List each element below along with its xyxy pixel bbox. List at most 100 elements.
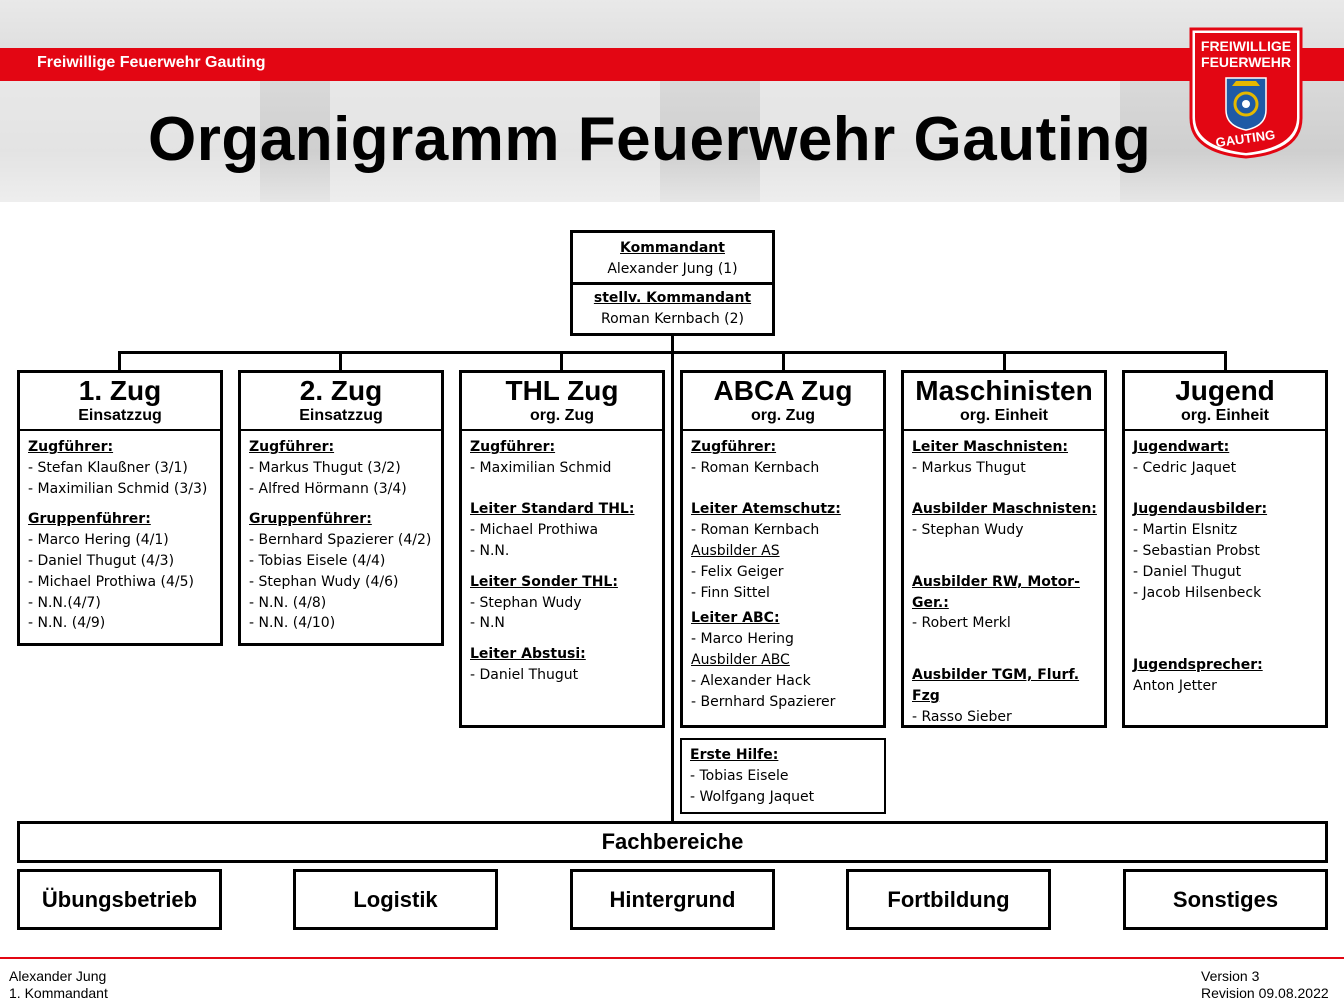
spacer [691,479,883,500]
unit-members: Zugführer:- Stefan Klaußner (3/1)- Maxim… [20,431,220,634]
spacer [1133,603,1325,624]
connector-drop [339,351,342,371]
unit-box-2-zug: 2. Zug Einsatzzug Zugführer:- Markus Thu… [238,370,444,646]
role-title: Zugführer: [249,439,335,455]
footer-role: 1. Kommandant [9,985,108,1001]
member-name: - N.N.(4/7) [28,594,101,611]
member-name: - Daniel Thugut (4/3) [28,552,175,569]
erste-hilfe-members: Erste Hilfe: - Tobias Eisele - Wolfgang … [682,740,884,807]
role-title: Ausbilder TGM, Flurf. Fzg [912,666,1080,704]
member-name: - N.N [470,615,505,632]
unit-title: 1. Zug [78,375,162,406]
erste-hilfe-member: - Tobias Eisele [690,767,789,784]
unit-subtitle: org. Einheit [1181,407,1269,424]
unit-subtitle: Einsatzzug [299,407,383,424]
member-name: - N.N. (4/8) [249,594,327,611]
unit-box-maschinisten: Maschinisten org. Einheit Leiter Maschni… [901,370,1107,728]
fire-department-logo-icon: FREIWILLIGE FEUERWEHR GAUTING [1189,27,1303,159]
role-title: Leiter Standard THL: [470,501,635,518]
fachbereich-hintergrund: Hintergrund [570,869,775,930]
banner-bg-vehicle [760,70,1120,202]
stellv-kommandant-role: stellv. Kommandant [593,290,752,306]
member-name: - N.N. (4/9) [28,615,106,632]
role-subtitle: Ausbilder AS [691,542,780,559]
footer-version: Version 3 [1201,968,1260,984]
banner-bg-vehicle [330,60,660,202]
role-title: Ausbilder RW, Motor-Ger.: [912,573,1080,611]
unit-subtitle: org. Einheit [960,407,1048,424]
kommandant-section: Kommandant Alexander Jung (1) [573,233,772,285]
spacer [470,562,662,572]
unit-box-1-zug: 1. Zug Einsatzzug Zugführer:- Stefan Kla… [17,370,223,646]
svg-text:FREIWILLIGE: FREIWILLIGE [1201,38,1291,54]
unit-header: 2. Zug Einsatzzug [241,373,441,431]
member-name: - Stephan Wudy [470,594,582,611]
member-name: - Alexander Hack [691,672,811,689]
member-name: - Marco Hering [691,631,794,648]
member-name: - Michael Prothiwa (4/5) [28,573,194,590]
member-name: - Stephan Wudy [912,522,1024,539]
member-name: - Markus Thugut [912,459,1026,476]
stellv-kommandant-name: Roman Kernbach (2) [600,311,744,327]
header-banner [0,0,1344,202]
member-name: - Maximilian Schmid (3/3) [28,480,208,497]
role-title: Leiter Maschnisten: [912,439,1069,455]
unit-members: Zugführer: - Roman Kernbach Leiter Atemsch… [683,431,883,712]
connector-drop [1003,351,1006,371]
connector-trunk [671,334,674,822]
spacer [1133,479,1325,500]
unit-header: ABCA Zug org. Zug [683,373,883,431]
command-box: Kommandant Alexander Jung (1) stellv. Ko… [570,230,775,336]
fachbereich-uebungsbetrieb: Übungsbetrieb [17,869,222,930]
unit-title: THL Zug [505,375,619,406]
member-name: - Stefan Klaußner (3/1) [28,459,188,476]
unit-title: Maschinisten [915,375,1093,406]
spacer [912,655,1104,665]
footer-author: Alexander Jung [9,968,107,984]
spacer [470,479,662,500]
unit-title: ABCA Zug [713,375,853,406]
spacer [912,634,1104,655]
member-name: - Finn Sittel [691,584,770,601]
unit-subtitle: Einsatzzug [78,407,162,424]
fachbereich-sonstiges: Sonstiges [1123,869,1328,930]
role-title: Jugendwart: [1133,439,1230,455]
footer-revision: Revision 09.08.2022 [1201,985,1329,1001]
unit-header: Jugend org. Einheit [1125,373,1325,431]
connector-drop [118,351,121,371]
kommandant-role: Kommandant [620,240,725,256]
member-name: - Felix Geiger [691,563,784,580]
banner-bg-vehicle [0,80,260,202]
role-title: Zugführer: [691,439,777,455]
footer-author-block: Alexander Jung 1. Kommandant [9,968,108,1002]
spacer [1133,624,1325,645]
connector-drop [782,351,785,371]
unit-box-thl-zug: THL Zug org. Zug Zugführer:- Maximilian … [459,370,665,728]
member-name: - Jacob Hilsenbeck [1133,584,1262,601]
role-title: Leiter Atemschutz: [691,501,841,518]
role-title: Leiter Abstusi: [470,646,586,663]
member-name: - Bernhard Spazierer [691,693,836,710]
member-name: - Roman Kernbach [691,522,820,539]
member-name: Anton Jetter [1133,677,1217,694]
spacer [249,499,441,509]
member-name: - Robert Merkl [912,615,1011,632]
spacer [1133,645,1325,655]
unit-box-abca-zug: ABCA Zug org. Zug Zugführer: - Roman Kern… [680,370,886,728]
connector-drop [560,351,563,371]
unit-title: Jugend [1175,375,1275,406]
member-name: - Marco Hering (4/1) [28,532,169,549]
footer-divider [0,957,1344,959]
role-subtitle: Ausbilder ABC [691,651,790,668]
spacer [912,562,1104,572]
member-name: - Daniel Thugut [470,666,579,683]
role-title: Leiter Sonder THL: [470,573,618,590]
member-name: - Maximilian Schmid [470,459,612,476]
member-name: - Sebastian Probst [1133,542,1260,559]
unit-header: THL Zug org. Zug [462,373,662,431]
spacer [470,634,662,644]
member-name: - Daniel Thugut [1133,563,1242,580]
role-title: Jugendsprecher: [1133,656,1263,673]
